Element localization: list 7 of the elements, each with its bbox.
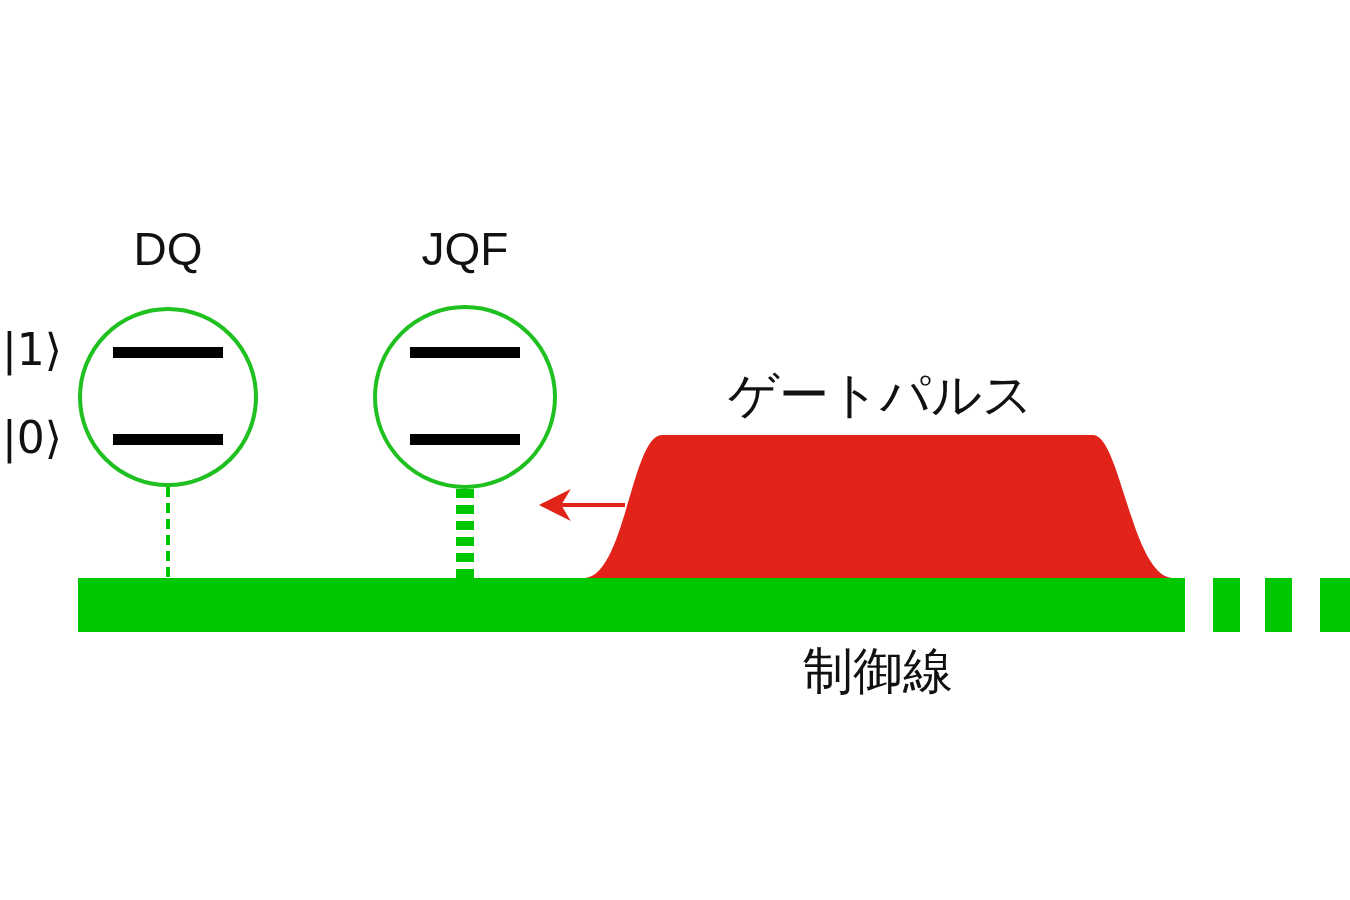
connector-line [166,487,170,578]
connector-line [456,489,474,578]
pulse-label: ゲートパルス [726,370,1034,420]
line-label: 制御線 [802,646,954,696]
qubit-label: JQF [420,226,510,272]
arrow [538,489,625,521]
qubit-label: DQ [132,226,204,272]
